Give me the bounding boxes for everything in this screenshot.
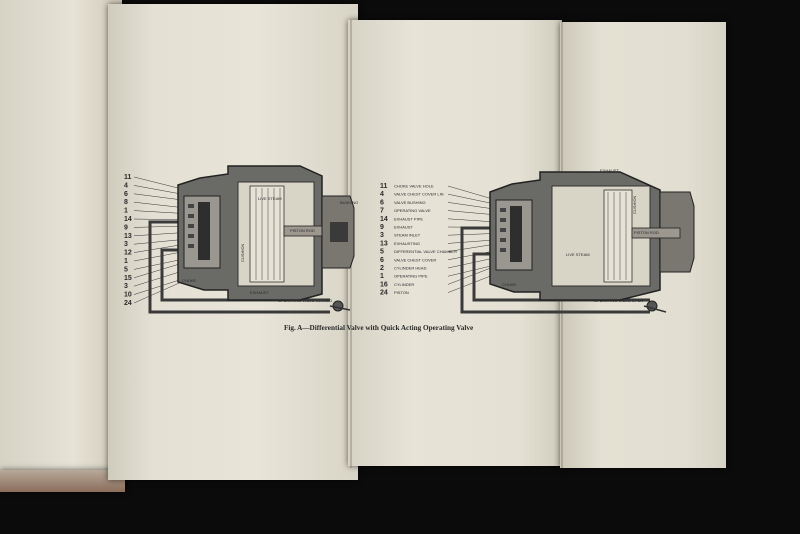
- label-cushion: CUSHION: [240, 243, 245, 262]
- leader-line: [447, 218, 497, 223]
- legend-number: 9: [380, 224, 384, 231]
- book-cover-edge: [0, 470, 125, 492]
- label-cushion-right: CUSHION: [632, 195, 637, 214]
- label-live-steam: LIVE STEAM: [258, 196, 282, 201]
- legend-label: PISTON: [394, 290, 409, 295]
- legend-number: 24: [380, 290, 388, 297]
- legend-number: 11: [380, 183, 388, 190]
- legend-label: EXHAUSTING: [394, 241, 420, 246]
- legend-number: 13: [380, 240, 388, 247]
- legend-label: EXHAUST: [394, 225, 413, 230]
- callout-number: 9: [124, 224, 128, 231]
- left-page: [0, 0, 122, 480]
- piston-right: [603, 189, 633, 283]
- callout-number: 12: [124, 250, 132, 257]
- callout-number: 10: [124, 292, 132, 299]
- piston: [249, 185, 285, 283]
- leader-line: [447, 265, 497, 285]
- label-piston-rod: PISTON ROD: [290, 228, 315, 233]
- label-choke: CHOKE: [182, 278, 197, 283]
- leader-line: [447, 185, 497, 201]
- callout-number: 5: [124, 266, 128, 273]
- bushing: [330, 222, 348, 242]
- piston-rod-right: [631, 227, 681, 239]
- legend-label: VALVE CHEST COVER: [394, 257, 436, 262]
- label-live-steam-right: LIVE STEAM: [566, 252, 590, 257]
- callout-number: 4: [124, 182, 128, 189]
- callout-number: 11: [124, 174, 132, 181]
- legend-number: 2: [380, 265, 384, 272]
- legend-label: EXHAUST PIPE: [394, 216, 423, 221]
- operating-valve: [332, 300, 344, 312]
- legend-label: DIFFERENTIAL VALVE CHAMBER: [394, 249, 457, 254]
- label-operating-valve-right: OPERATING VALVE OPEN: [594, 298, 643, 303]
- legend-number: 6: [380, 199, 384, 206]
- label-exhaust-right: EXHAUST: [600, 168, 619, 173]
- leader-line: [447, 243, 497, 252]
- right-valve-diagram: 11 CHOKE VALVE HOLE 4 VALVE CHEST COVER LIN…: [380, 168, 695, 314]
- legend-number: 1: [380, 273, 384, 280]
- legend-label: CYLINDER: [394, 282, 414, 287]
- legend-number: 16: [380, 281, 388, 288]
- callout-number: 24: [124, 300, 132, 307]
- legend-label: OPERATING PIPE: [394, 274, 428, 279]
- callout-number: 3: [124, 241, 128, 248]
- callout-number: 13: [124, 233, 132, 240]
- legend-label: OPERATING VALVE: [394, 208, 431, 213]
- callout-number: 6: [124, 191, 128, 198]
- callout-number: 3: [124, 283, 128, 290]
- label-operating-valve: OPERATING VALVE CLOSED: [278, 298, 332, 303]
- figure-caption: Fig. A—Differential Valve with Quick Act…: [284, 324, 473, 332]
- leader-line: [133, 279, 187, 304]
- legend-number: 7: [380, 208, 384, 215]
- label-choke-right: CHOKE: [502, 282, 517, 287]
- legend-label: VALVE CHEST COVER LIN: [394, 192, 444, 197]
- legend-label: CHOKE VALVE HOLE: [394, 184, 434, 189]
- callout-number: 15: [124, 275, 132, 282]
- legend-number: 14: [380, 216, 388, 223]
- legend-label: VALVE BUSHING: [394, 200, 426, 205]
- differential-valve-right: [510, 206, 522, 262]
- callout-number: 1: [124, 208, 128, 215]
- legend-label: STEAM INLET: [394, 233, 421, 238]
- callout-number: 1: [124, 258, 128, 265]
- label-piston-rod-right: PISTON ROD: [634, 230, 659, 235]
- legend-number: 5: [380, 249, 384, 256]
- differential-valve: [198, 202, 210, 260]
- legend-label: CYLINDER HEAD: [394, 266, 427, 271]
- legend-number: 4: [380, 191, 384, 198]
- label-exhaust: EXHAUST: [250, 290, 269, 295]
- callout-number: 14: [124, 216, 132, 223]
- callout-number: 8: [124, 199, 128, 206]
- legend-number: 3: [380, 232, 384, 239]
- legend-number: 6: [380, 257, 384, 264]
- label-bushing: BUSHING: [340, 200, 358, 205]
